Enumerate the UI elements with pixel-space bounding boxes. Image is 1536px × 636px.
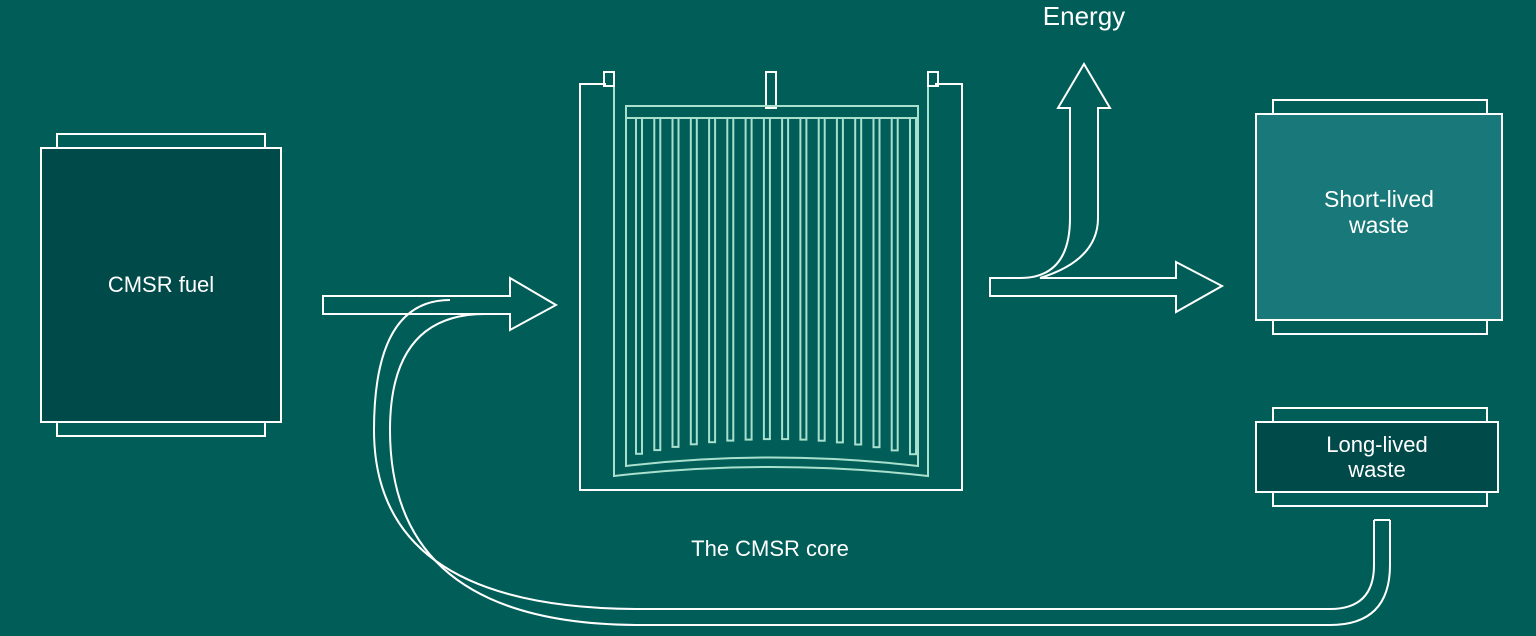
core-fuel-channel — [817, 117, 826, 442]
fuel-to-core-arrow — [322, 276, 559, 332]
core-fuel-channel — [890, 117, 899, 452]
core-outer-vessel — [579, 83, 963, 491]
core-moderator-comb — [625, 105, 919, 468]
core-fuel-channel — [653, 117, 662, 452]
fuel-container-top-lid — [56, 133, 266, 149]
core-fuel-channel — [726, 117, 735, 442]
core-fuel-channel — [635, 117, 643, 455]
long-lived-waste-container — [1255, 407, 1499, 507]
short-lived-waste-label-line2: waste — [1348, 212, 1410, 239]
core-fuel-channels — [635, 117, 917, 456]
output-split-arrow — [989, 62, 1225, 314]
core-fuel-channel — [799, 117, 808, 441]
short-lived-waste-label-line1: Short-lived — [1324, 186, 1434, 212]
fuel-container-body — [40, 147, 282, 423]
core-right-pipe — [927, 71, 939, 87]
recycle-loop-arrow — [372, 299, 1391, 626]
core-inner-vessel — [613, 84, 929, 478]
core-fuel-channel — [854, 117, 863, 446]
core-fuel-channel — [835, 117, 844, 444]
fuel-container — [40, 133, 282, 437]
core-fuel-channel — [781, 117, 790, 441]
long-lived-waste-label: Long-lived waste — [1256, 432, 1498, 483]
core-fuel-channel — [671, 117, 680, 448]
core-fuel-channel — [744, 117, 753, 441]
core-fuel-channel — [708, 117, 717, 444]
core-fuel-channel — [689, 117, 698, 446]
core-fuel-channel — [872, 117, 881, 449]
long-lived-waste-label-line1: Long-lived — [1326, 432, 1428, 457]
core-fuel-channel — [762, 117, 771, 441]
short-lived-waste-container — [1255, 99, 1503, 335]
fuel-label: CMSR fuel — [107, 272, 215, 297]
short-lived-waste-label: Short-lived waste — [1256, 186, 1502, 239]
long-lived-waste-label-line2: waste — [1348, 457, 1406, 483]
cmsr-core — [579, 71, 963, 491]
core-left-pipe — [603, 71, 615, 87]
core-center-pipe — [765, 71, 777, 109]
core-fuel-channel — [909, 117, 917, 456]
energy-label: Energy — [1042, 1, 1126, 31]
fuel-container-bottom-lid — [56, 421, 266, 437]
core-label: The CMSR core — [691, 536, 849, 561]
